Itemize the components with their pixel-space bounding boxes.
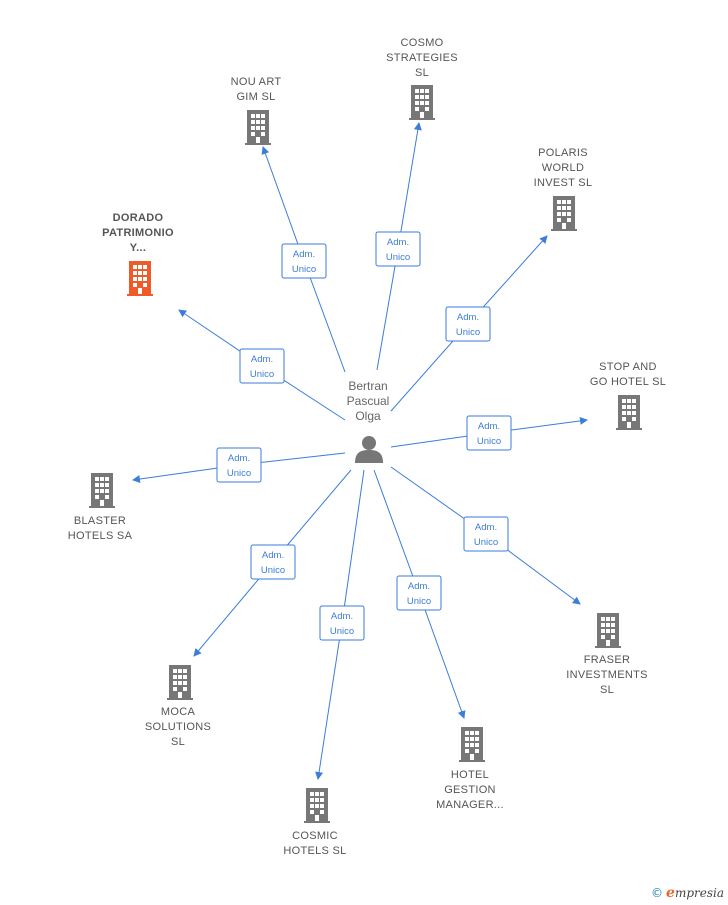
company-node-moca[interactable]: MOCA SOLUTIONS SL [145, 665, 211, 748]
company-node-fraser[interactable]: FRASER INVESTMENTS SL [566, 613, 648, 696]
company-name-line: Y... [130, 242, 147, 254]
company-name-line: COSMIC [292, 830, 338, 842]
edge-label-line: Unico [261, 565, 285, 576]
building-icon [595, 613, 621, 648]
edge-label-line: Adm. [251, 354, 273, 365]
company-name-line: SL [171, 736, 185, 748]
company-name-line: STOP AND [599, 361, 657, 373]
edge-label-line: Adm. [293, 249, 315, 260]
building-icon [304, 788, 330, 823]
edge-label-hotel-gestion[interactable]: Adm. Unico [396, 575, 442, 611]
edge-label-line: Unico [407, 596, 431, 607]
building-icon [551, 196, 577, 231]
edge-label-line: Adm. [457, 312, 479, 323]
person-name-line-3: Olga [355, 409, 381, 423]
edge-labels: Adm.UnicoAdm.UnicoAdm.UnicoAdm.UnicoAdm.… [216, 231, 512, 641]
person-name-line-2: Pascual [347, 394, 390, 408]
company-name-line: POLARIS [538, 147, 588, 159]
company-name-line: DORADO [113, 212, 164, 224]
company-name-line: GESTION [444, 784, 496, 796]
company-node-nou-art[interactable]: NOU ART GIM SL [231, 76, 282, 145]
edge-label-line: Adm. [408, 581, 430, 592]
brand-name: mpresia [674, 886, 724, 900]
building-icon [167, 665, 193, 700]
edge-label-polaris[interactable]: Adm. Unico [445, 306, 491, 342]
edge-label-fraser[interactable]: Adm. Unico [463, 516, 509, 552]
edge-label-line: Unico [250, 369, 274, 380]
edge-label-line: Unico [292, 264, 316, 275]
brand-watermark: ©empresia [651, 885, 724, 901]
company-node-hotel-gestion[interactable]: HOTEL GESTION MANAGER... [436, 727, 504, 811]
edge-label-line: Unico [477, 436, 501, 447]
company-name-line: SL [600, 684, 614, 696]
edge-label-line: Unico [227, 468, 251, 479]
edge-label-moca[interactable]: Adm. Unico [250, 544, 296, 580]
edge-label-line: Adm. [475, 522, 497, 533]
company-name-line: COSMO [400, 37, 443, 49]
building-icon [127, 261, 153, 296]
company-node-polaris[interactable]: POLARIS WORLD INVEST SL [534, 147, 593, 231]
edge-label-line: Adm. [387, 237, 409, 248]
edge-label-line: Unico [330, 626, 354, 637]
company-name-line: INVESTMENTS [566, 669, 648, 681]
company-name-line: STRATEGIES [386, 52, 458, 64]
company-node-blaster[interactable]: BLASTER HOTELS SA [68, 473, 133, 542]
edge-label-line: Unico [456, 327, 480, 338]
person-name-line-1: Bertran [348, 379, 387, 393]
company-node-stop-and-go[interactable]: STOP AND GO HOTEL SL [590, 361, 666, 430]
person-icon [355, 436, 383, 463]
edge-label-nou-art[interactable]: Adm. Unico [281, 243, 327, 279]
building-icon [89, 473, 115, 508]
company-name-line: GO HOTEL SL [590, 376, 666, 388]
company-name-line: GIM SL [236, 91, 275, 103]
copyright-symbol: © [651, 886, 664, 900]
edge-label-stop-and-go[interactable]: Adm. Unico [466, 415, 512, 451]
company-name-line: MOCA [161, 706, 196, 718]
company-name-line: WORLD [542, 162, 584, 174]
company-name-line: INVEST SL [534, 177, 593, 189]
company-name-line: SL [415, 67, 429, 79]
company-name-line: MANAGER... [436, 799, 504, 811]
company-name-line: PATRIMONIO [102, 227, 174, 239]
edge-label-line: Adm. [228, 453, 250, 464]
building-icon [409, 85, 435, 120]
company-name-line: NOU ART [231, 76, 282, 88]
company-name-line: SOLUTIONS [145, 721, 211, 733]
company-name-line: HOTELS SA [68, 530, 133, 542]
company-name-line: BLASTER [74, 515, 126, 527]
edge-label-line: Adm. [478, 421, 500, 432]
edge-label-line: Adm. [331, 611, 353, 622]
edge-label-cosmo[interactable]: Adm. Unico [375, 231, 421, 267]
building-icon [245, 110, 271, 145]
brand-e: e [666, 885, 675, 901]
edge-label-cosmic[interactable]: Adm. Unico [319, 605, 365, 641]
person-node[interactable]: Bertran Pascual Olga [347, 379, 390, 463]
edge-label-line: Adm. [262, 550, 284, 561]
edge-label-line: Unico [474, 537, 498, 548]
building-icon [459, 727, 485, 762]
company-nodes: DORADO PATRIMONIO Y... NOU ART GIM SL COSMO ST… [68, 37, 666, 857]
company-node-cosmic[interactable]: COSMIC HOTELS SL [283, 788, 346, 857]
edge-label-blaster[interactable]: Adm. Unico [216, 447, 262, 483]
company-node-cosmo[interactable]: COSMO STRATEGIES SL [386, 37, 458, 120]
edge-label-dorado[interactable]: Adm. Unico [239, 348, 285, 384]
company-name-line: FRASER [584, 654, 630, 666]
edge-label-line: Unico [386, 252, 410, 263]
company-name-line: HOTELS SL [283, 845, 346, 857]
company-name-line: HOTEL [451, 769, 489, 781]
edges [132, 122, 588, 780]
building-icon [616, 395, 642, 430]
company-node-dorado[interactable]: DORADO PATRIMONIO Y... [102, 212, 174, 296]
